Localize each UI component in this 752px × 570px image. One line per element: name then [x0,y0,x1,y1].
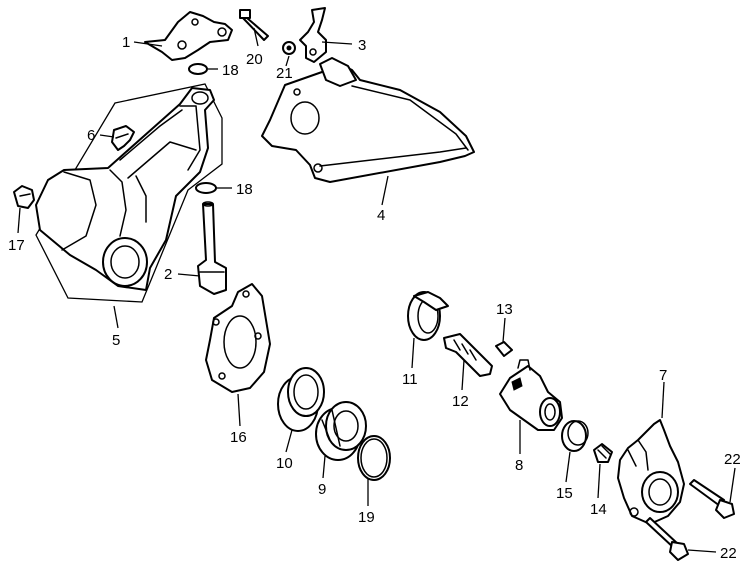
part-6-fitting [111,125,135,151]
leader-10 [285,429,293,453]
part-11-ring [407,291,449,341]
part-15-cap [561,420,589,452]
part-14-spring [593,443,613,463]
callout-9: 9 [318,481,326,498]
part-18-oring-upper [188,63,208,75]
leader-11 [411,337,415,369]
leader-17 [17,207,21,234]
part-9-seal [315,401,367,461]
callout-labels: 1 20 21 3 18 6 18 4 17 2 5 16 10 9 19 11… [8,34,741,562]
callout-17: 17 [8,237,25,254]
callout-22a: 22 [724,451,741,468]
leader-5 [113,305,119,329]
callout-10: 10 [276,455,293,472]
leader-lines [17,27,736,553]
callout-21: 21 [276,65,293,82]
leader-7 [661,381,665,419]
callout-20: 20 [246,51,263,68]
leader-16 [237,393,241,427]
callout-15: 15 [556,485,573,502]
part-8-pump-body [499,359,563,431]
callout-2: 2 [164,266,172,283]
callout-7: 7 [659,367,667,384]
part-4-cover [261,57,475,183]
part-2-shaft [197,201,227,295]
part-18-oring-lower [195,182,217,194]
part-3-arm [299,7,327,63]
callout-5: 5 [112,332,120,349]
part-22-bolt-lower [645,517,689,561]
leader-22a [729,467,736,503]
part-17-plug [13,185,35,209]
leader-22b [687,549,717,553]
leader-21 [285,55,290,67]
callout-18a: 18 [222,62,239,79]
callout-8: 8 [515,457,523,474]
part-5-housing [35,83,223,303]
part-7-pump-cover [617,419,685,525]
part-21-washer [282,41,296,55]
part-20-bolt [239,9,269,41]
part-22-bolt-upper [689,479,735,519]
leader-6 [99,134,115,138]
callout-16: 16 [230,429,247,446]
part-12-shaft [443,333,493,377]
part-16-gasket [205,283,271,393]
callout-11: 11 [402,371,418,388]
callout-19: 19 [358,509,375,526]
callout-3: 3 [358,37,366,54]
callout-6: 6 [87,127,95,144]
part-10-seal [277,367,325,432]
leader-2 [177,273,201,277]
part-19-oring [357,435,391,481]
callout-14: 14 [590,501,607,518]
part-13-pin [495,341,513,357]
leader-9 [322,455,326,479]
callout-1: 1 [122,34,130,51]
leader-14 [597,463,601,499]
leader-12 [461,359,465,391]
leader-4 [381,175,389,206]
leader-15 [565,451,571,483]
callout-12: 12 [452,393,469,410]
callout-18b: 18 [236,181,253,198]
callout-13: 13 [496,301,513,318]
leader-3 [321,41,353,45]
callout-4: 4 [377,207,385,224]
leader-1 [133,41,163,47]
part-1-bracket [144,11,233,61]
callout-22b: 22 [720,545,737,562]
leader-20 [253,27,259,47]
leader-13 [502,317,506,343]
